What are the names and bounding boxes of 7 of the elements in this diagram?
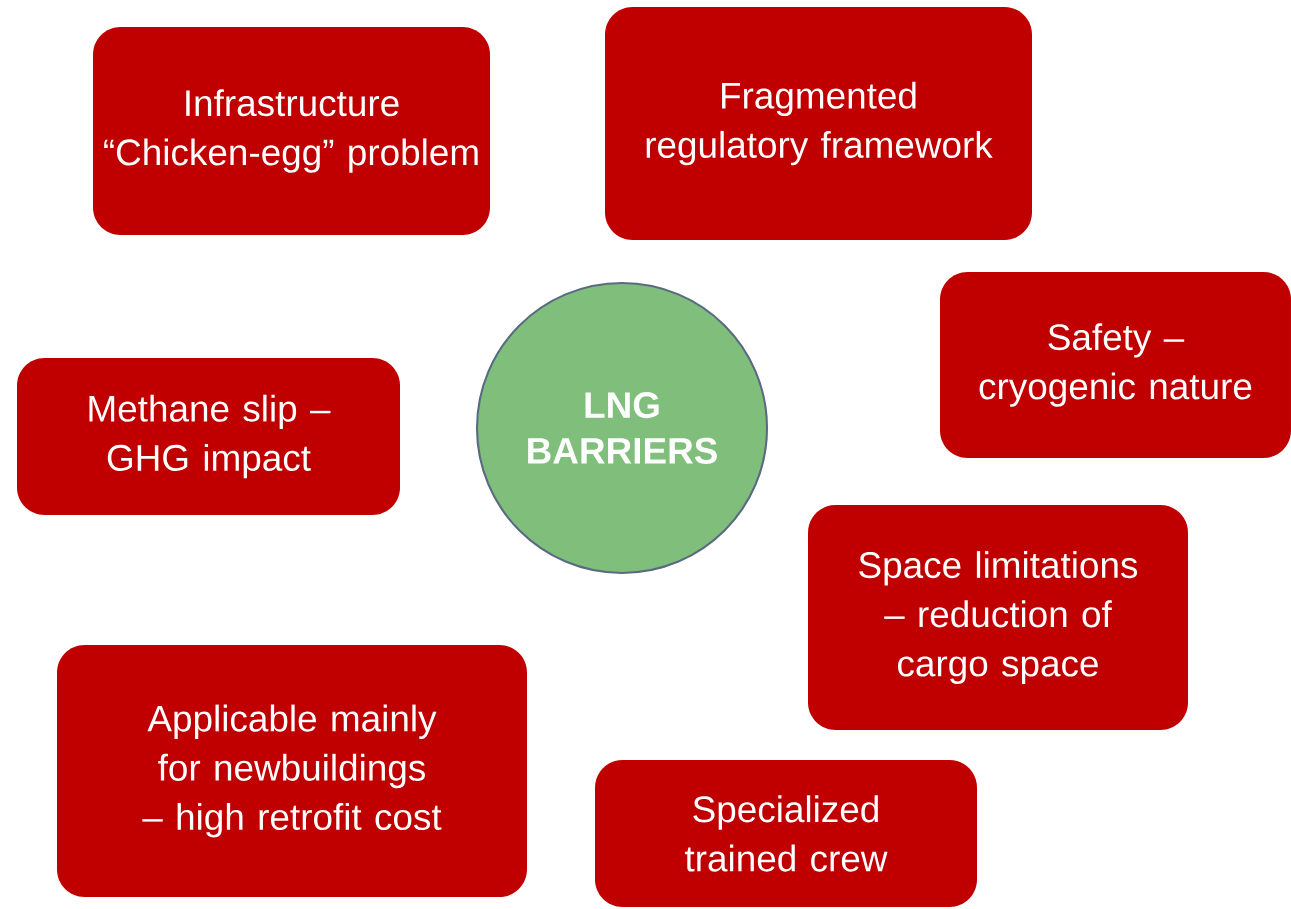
barrier-box: Fragmented regulatory framework	[605, 7, 1032, 240]
barrier-box: Specialized trained crew	[595, 760, 977, 907]
barrier-box: Space limitations – reduction of cargo space	[808, 505, 1188, 730]
barrier-box: Methane slip – GHG impact	[17, 358, 400, 515]
barrier-box: Infrastructure “Chicken-egg” problem	[93, 27, 490, 235]
barrier-box: Safety – cryogenic nature	[940, 272, 1291, 458]
barrier-box: Applicable mainly for newbuildings – high retrofit cost	[57, 645, 527, 897]
